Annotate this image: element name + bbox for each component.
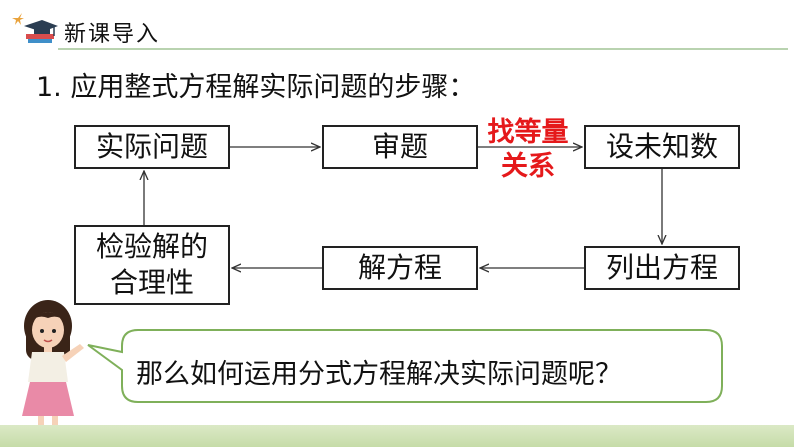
node-list-equation: 列出方程: [584, 246, 740, 290]
footer-grass: [0, 425, 794, 447]
node-check-solution: 检验解的 合理性: [74, 225, 230, 305]
node-set-unknown: 设未知数: [584, 125, 740, 169]
edge-label-find-equality: 找等量 关系: [478, 116, 578, 184]
graduation-hat-icon: [12, 13, 58, 43]
node-check-line2: 合理性: [109, 266, 194, 299]
speech-bubble-text: 那么如何运用分式方程解决实际问题呢？: [136, 359, 622, 390]
footer-decoration: [0, 425, 794, 447]
edge-label-line2: 关系: [501, 151, 555, 182]
edge-label-line1: 找等量: [487, 117, 569, 148]
header-divider: [58, 48, 788, 50]
node-set-unknown-label: 设未知数: [605, 130, 718, 163]
node-review-label: 审题: [371, 130, 428, 163]
intro-text: 1. 应用整式方程解实际问题的步骤：: [36, 72, 476, 103]
node-check-line1: 检验解的: [95, 230, 208, 263]
node-solve-equation: 解方程: [322, 246, 478, 290]
node-solve-equation-label: 解方程: [357, 251, 442, 284]
node-review: 审题: [322, 125, 478, 169]
section-header: 新课导入: [0, 0, 794, 56]
section-title: 新课导入: [64, 22, 161, 47]
node-list-equation-label: 列出方程: [605, 251, 718, 284]
girl-illustration-icon: [22, 300, 84, 428]
node-actual-problem-label: 实际问题: [95, 130, 208, 163]
speech-bubble: [87, 329, 723, 403]
node-actual-problem: 实际问题: [74, 125, 230, 169]
